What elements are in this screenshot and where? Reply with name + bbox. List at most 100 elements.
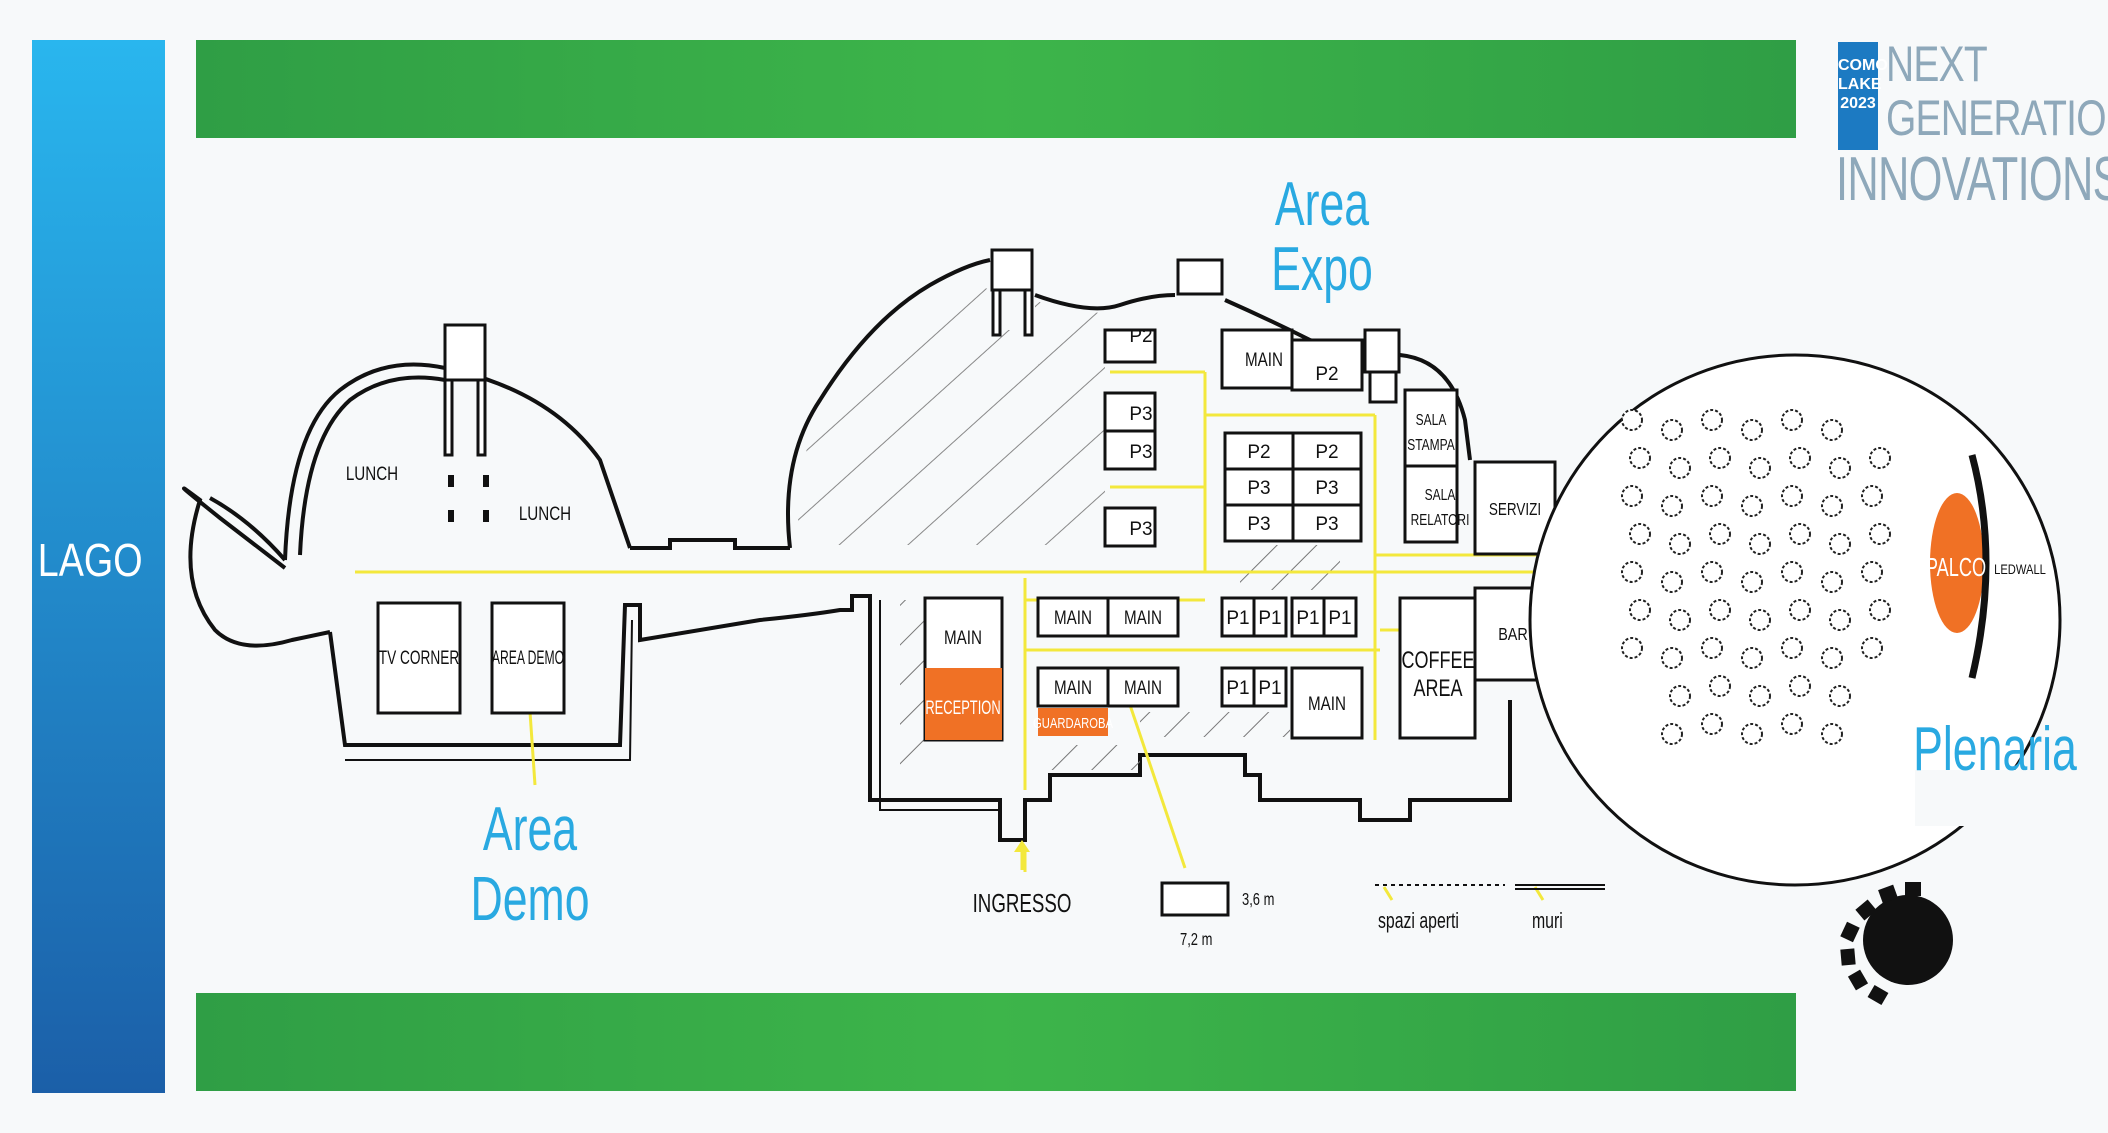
- round-table: [1701, 713, 1723, 735]
- logo-badge-line-2: LAKE: [1838, 76, 1882, 93]
- round-table: [1741, 723, 1763, 745]
- round-table: [1709, 447, 1731, 469]
- round-table: [1709, 675, 1731, 697]
- round-table: [1869, 523, 1891, 545]
- room-p3-grid-c: [1223, 503, 1295, 543]
- round-table: [1701, 637, 1723, 659]
- ingresso-label: INGRESSO: [973, 888, 1072, 918]
- label-p1-a: P1: [1226, 608, 1249, 629]
- legend-size-w: 7,2 m: [1180, 930, 1212, 950]
- room-area-demo: [490, 601, 566, 715]
- round-table: [1821, 723, 1843, 745]
- area-expo-1: Area: [1275, 170, 1370, 239]
- hatch-guardaroba-bottom: [1050, 745, 1140, 770]
- round-table: [1741, 647, 1763, 669]
- legend: 3,6 m 7,2 m spazi aperti muri: [1160, 881, 1605, 950]
- expo-hatched-area: [798, 284, 1105, 545]
- area-demo-1: Area: [483, 795, 578, 864]
- round-table: [1709, 599, 1731, 621]
- label-main-reception: MAIN: [944, 626, 982, 648]
- round-table: [1701, 485, 1723, 507]
- round-table: [1709, 523, 1731, 545]
- room-p3-3: [1103, 506, 1157, 548]
- room-p1-b: [1252, 596, 1288, 638]
- hatch-corridor-bottom: [1140, 712, 1290, 737]
- area-demo-2: Demo: [470, 865, 589, 934]
- label-lunch-1: LUNCH: [346, 462, 398, 484]
- green-band-top: [196, 40, 1796, 138]
- label-sala-relatori-1: SALA: [1425, 485, 1456, 503]
- round-table: [1669, 533, 1691, 555]
- legend-muri: muri: [1532, 910, 1563, 934]
- room-p2-top: [1103, 328, 1157, 364]
- room-main-b: [1106, 596, 1180, 638]
- label-ledwall: LEDWALL: [1994, 562, 2046, 577]
- round-table: [1661, 495, 1683, 517]
- logo-line-1: NEXT: [1886, 36, 1988, 92]
- round-table: [1781, 637, 1803, 659]
- round-table: [1629, 447, 1651, 469]
- round-table: [1869, 599, 1891, 621]
- round-table: [1661, 571, 1683, 593]
- label-bar: BAR: [1498, 625, 1528, 645]
- lake-band: [32, 40, 165, 1093]
- round-table: [1629, 599, 1651, 621]
- round-table: [1861, 485, 1883, 507]
- legend-spazi-aperti: spazi aperti: [1378, 910, 1459, 934]
- logo-badge-line-1: COMO: [1838, 57, 1888, 74]
- round-table: [1661, 419, 1683, 441]
- legend-size-box: [1160, 881, 1230, 917]
- round-table: [1821, 571, 1843, 593]
- label-tv-corner: TV CORNER: [379, 647, 460, 669]
- round-table: [1789, 599, 1811, 621]
- round-table: [1661, 723, 1683, 745]
- round-table: [1869, 447, 1891, 469]
- round-table: [1821, 419, 1843, 441]
- entrance: INGRESSO: [973, 840, 1072, 918]
- room-guardaroba: [1038, 708, 1108, 736]
- round-table: [1701, 409, 1723, 431]
- logo-line-3: INNOVATIONS: [1836, 145, 2108, 214]
- round-table: [1621, 485, 1643, 507]
- round-table: [1781, 485, 1803, 507]
- green-band-bottom: [196, 993, 1796, 1091]
- sun-icon: [1840, 882, 1953, 1006]
- round-table: [1741, 419, 1763, 441]
- room-p2-right: [1290, 338, 1364, 392]
- label-palco: PALCO: [1926, 553, 1986, 582]
- round-table: [1749, 533, 1771, 555]
- room-sala-stampa: [1403, 388, 1459, 468]
- room-main-d: [1106, 666, 1180, 708]
- round-table: [1621, 561, 1643, 583]
- plenaria-hall: [1528, 353, 2062, 887]
- label-main-c: MAIN: [1054, 676, 1092, 698]
- round-table: [1829, 533, 1851, 555]
- round-table: [1829, 685, 1851, 707]
- round-table: [1861, 637, 1883, 659]
- label-main-d: MAIN: [1124, 676, 1162, 698]
- room-p1-e: [1220, 666, 1256, 708]
- palco-stage: [1930, 493, 1984, 633]
- lunch-columns: [443, 323, 487, 457]
- label-p3-grid-d: P3: [1315, 514, 1338, 535]
- round-table: [1661, 647, 1683, 669]
- room-sala-relatori: [1403, 464, 1459, 544]
- round-table: [1741, 495, 1763, 517]
- round-table: [1789, 675, 1811, 697]
- label-p3-1: P3: [1129, 404, 1152, 425]
- label-p1-e: P1: [1226, 678, 1249, 699]
- label-p1-f: P1: [1258, 678, 1281, 699]
- logo-line-2: GENERATION: [1886, 90, 2108, 146]
- label-p2-grid-b: P2: [1315, 442, 1338, 463]
- label-main-a: MAIN: [1054, 606, 1092, 628]
- room-p3-1: [1103, 391, 1157, 433]
- label-main-bottom: MAIN: [1308, 692, 1346, 714]
- round-table: [1789, 447, 1811, 469]
- room-main-c: [1036, 666, 1110, 708]
- label-p3-grid-a: P3: [1247, 478, 1270, 499]
- expo-towers: [990, 248, 1401, 404]
- round-table: [1701, 561, 1723, 583]
- label-p3-grid-c: P3: [1247, 514, 1270, 535]
- lake-label: LAGO: [38, 534, 143, 585]
